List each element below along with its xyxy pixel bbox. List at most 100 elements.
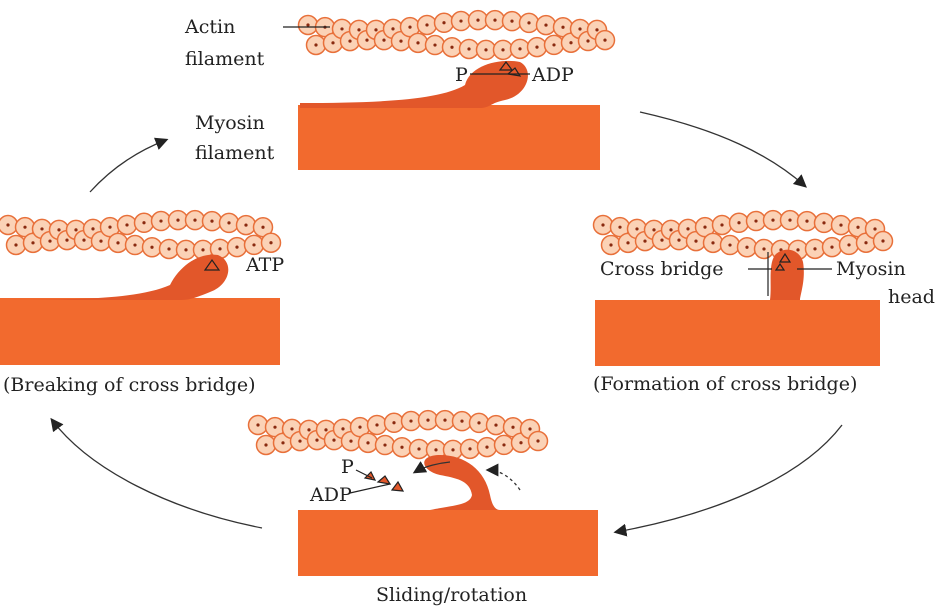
top-adp-label: ADP (532, 64, 574, 86)
sliding-caption: Sliding/rotation (376, 584, 528, 606)
actin-bead-dot (23, 225, 27, 229)
myosin-head-right (770, 249, 804, 300)
actin-bead-dot (142, 221, 146, 225)
myosin-head-label-line2: head (888, 286, 935, 308)
actin-bead-dot (652, 228, 656, 232)
bottom-adp-label: ADP (310, 484, 352, 506)
actin-bead-dot (65, 238, 69, 242)
actin-bead-dot (477, 421, 481, 425)
actin-bead-dot (210, 219, 214, 223)
actin-bead-dot (484, 48, 488, 52)
actin-bead-dot (273, 425, 277, 429)
actin-bead-dot (460, 419, 464, 423)
actin-bead-dot (601, 223, 605, 227)
actin-bead-dot (193, 218, 197, 222)
actin-bead-dot (184, 248, 188, 252)
actin-bead-dot (839, 223, 843, 227)
cycle-arrow-bottom-to-left (50, 417, 263, 529)
actin-bead-dot (74, 228, 78, 232)
myosin-filament-top (298, 105, 600, 170)
actin-bead-dot (290, 427, 294, 431)
adp-p-symbols (203, 61, 792, 492)
actin-bead-dot (694, 239, 698, 243)
actin-bead-dot (244, 223, 248, 227)
actin-bead-dot (315, 438, 319, 442)
actin-bead-dot (417, 447, 421, 451)
actin-bead-dot (813, 247, 817, 251)
actin-bead-dot (99, 239, 103, 243)
actin-bead-dot (391, 27, 395, 31)
actin-bead-dot (341, 427, 345, 431)
actin-bead-dot (133, 243, 137, 247)
actin-bead-dot (306, 23, 310, 27)
actin-bead-dot (586, 39, 590, 43)
actin-bead-dot (400, 445, 404, 449)
actin-bead-dot (881, 239, 885, 243)
actin-bead-dot (864, 241, 868, 245)
actin-bead-dot (167, 247, 171, 251)
actin-filament-top (297, 9, 616, 61)
myosin-head-left (0, 254, 229, 300)
actin-bead-dot (847, 243, 851, 247)
breaking-caption: (Breaking of cross bridge) (3, 374, 256, 396)
actin-bead-dot (116, 241, 120, 245)
actin-bead-dot (618, 225, 622, 229)
myosin-filament-label: Myosin (195, 112, 265, 134)
formation-caption: (Formation of cross bridge) (593, 373, 858, 395)
actin-label-line2: filament (185, 48, 265, 70)
actin-bead-dot (677, 238, 681, 242)
actin-bead-dot (856, 225, 860, 229)
actin-bead-dot (450, 45, 454, 49)
actin-bead-dot (443, 418, 447, 422)
actin-bead-dot (366, 441, 370, 445)
actin-bead-dot (552, 43, 556, 47)
actin-label: Actin (185, 16, 236, 38)
actin-bead-dot (40, 227, 44, 231)
actin-bead-dot (150, 245, 154, 249)
atp-label: ATP (246, 254, 285, 276)
actin-bead-dot (374, 28, 378, 32)
actin-bead-dot (686, 227, 690, 231)
actin-bead-dot (176, 218, 180, 222)
actin-bead-dot (467, 47, 471, 51)
actin-bead-dot (459, 19, 463, 23)
actin-bead-dot (349, 439, 353, 443)
myosin-head-bottom (424, 455, 500, 510)
cross-bridge-label: Cross bridge (600, 258, 724, 280)
actin-bead-dot (535, 45, 539, 49)
actin-bead-dot (626, 241, 630, 245)
bottom-p-label: P (341, 456, 354, 478)
actin-bead-dot (595, 28, 599, 32)
leader-lines (283, 26, 832, 494)
actin-bead-dot (261, 225, 265, 229)
cycle-arrow-top-to-right (639, 111, 807, 188)
actin-bead-dot (358, 425, 362, 429)
actin-bead-dot (298, 439, 302, 443)
actin-bead-dot (408, 25, 412, 29)
top-p-label: P (455, 64, 468, 86)
actin-bead-dot (703, 225, 707, 229)
actin-bead-dot (510, 19, 514, 23)
actin-bead-dot (561, 25, 565, 29)
actin-bead-dot (31, 241, 35, 245)
actin-bead-dot (256, 423, 260, 427)
actin-bead-dot (830, 245, 834, 249)
actin-bead-dot (6, 223, 10, 227)
actin-bead-dot (314, 43, 318, 47)
myosin-filament-left (0, 298, 280, 365)
actin-bead-dot (796, 248, 800, 252)
actin-bead-dot (643, 239, 647, 243)
actin-bead-dot (307, 428, 311, 432)
actin-bead-dot (494, 423, 498, 427)
actin-bead-dot (357, 28, 361, 32)
actin-bead-dot (485, 445, 489, 449)
actin-bead-dot (737, 221, 741, 225)
actin-bead-dot (331, 41, 335, 45)
actin-bead-dot (660, 238, 664, 242)
actin-bead-dot (252, 243, 256, 247)
actin-bead-dot (332, 438, 336, 442)
actin-bead-dot (57, 228, 61, 232)
myosin-head-top (300, 60, 528, 108)
actin-bead-dot (383, 443, 387, 447)
